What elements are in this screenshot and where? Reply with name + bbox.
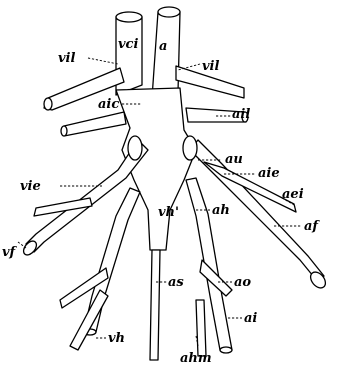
label-vie: vie	[20, 179, 41, 194]
label-ai: ai	[244, 311, 257, 326]
label-vil-right: vil	[202, 59, 219, 74]
label-af: af	[304, 219, 320, 234]
label-ao: ao	[234, 275, 251, 290]
label-vh: vh	[108, 331, 125, 346]
label-vh-prime: vh'	[158, 205, 179, 220]
vessel-end-cap	[220, 347, 232, 353]
vena-cava-opening	[116, 12, 142, 22]
crossover-left	[128, 136, 142, 160]
lower-right-branch	[196, 300, 206, 356]
label-as: as	[168, 275, 184, 290]
label-ail: ail	[232, 107, 250, 122]
label-a: a	[159, 39, 167, 54]
vessel-end-cap	[44, 98, 52, 110]
label-vil-left: vil	[58, 51, 75, 66]
label-vci: vci	[118, 37, 138, 52]
vessel-end-cap	[61, 126, 67, 136]
label-vf: vf	[2, 245, 18, 260]
label-au: au	[225, 152, 243, 167]
crossover-right	[183, 136, 197, 160]
arteria-sacralis	[150, 250, 160, 360]
aorta	[152, 12, 180, 98]
label-ah: ah	[212, 203, 230, 218]
arteria-iliaca-communis-left	[64, 112, 126, 136]
label-aei: aei	[282, 187, 304, 202]
aorta-opening	[158, 7, 180, 17]
label-ahm: ahm	[180, 351, 212, 366]
label-aie: aie	[258, 166, 280, 181]
label-aic: aic	[98, 97, 119, 112]
